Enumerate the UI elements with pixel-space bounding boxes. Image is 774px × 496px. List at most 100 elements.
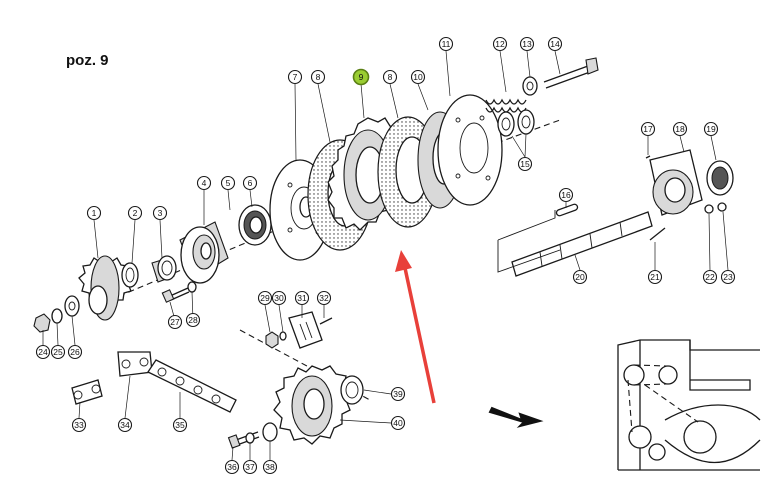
chain-links [71, 351, 237, 413]
callout-34: 34 [117, 417, 133, 433]
callout-12: 12 [492, 36, 508, 52]
svg-text:21: 21 [650, 272, 660, 282]
svg-text:9: 9 [359, 72, 364, 82]
svg-text:8: 8 [388, 72, 393, 82]
callout-30: 30 [271, 290, 287, 306]
svg-text:26: 26 [70, 347, 80, 357]
callout-37: 37 [242, 459, 258, 475]
nut-and-washers [33, 295, 80, 333]
svg-text:3: 3 [158, 208, 163, 218]
callout-40: 40 [390, 415, 406, 431]
callout-36: 36 [224, 459, 240, 475]
svg-text:33: 33 [74, 420, 84, 430]
callout-24: 24 [35, 344, 51, 360]
callout-15: 15 [517, 156, 533, 172]
drive-shaft [497, 203, 653, 277]
callout-33: 33 [71, 417, 87, 433]
direction-arrow [488, 406, 544, 428]
hub-housing [179, 221, 229, 284]
svg-text:17: 17 [643, 124, 653, 134]
callout-9-highlighted: 9 [352, 68, 370, 86]
svg-text:31: 31 [297, 293, 307, 303]
svg-text:36: 36 [227, 462, 237, 472]
svg-text:13: 13 [522, 39, 532, 49]
svg-text:4: 4 [202, 178, 207, 188]
bearing-housing [645, 149, 734, 241]
chain-tensioner-parts [265, 311, 333, 349]
svg-text:8: 8 [316, 72, 321, 82]
callout-11: 11 [438, 36, 454, 52]
svg-text:18: 18 [675, 124, 685, 134]
machine-side-view [617, 339, 761, 471]
leader-lines [42, 50, 729, 461]
svg-text:7: 7 [293, 72, 298, 82]
spring-and-bolt [485, 57, 599, 137]
svg-text:24: 24 [38, 347, 48, 357]
svg-text:23: 23 [723, 272, 733, 282]
svg-text:19: 19 [706, 124, 716, 134]
callout-5: 5 [220, 175, 236, 191]
callout-25: 25 [50, 344, 66, 360]
sprocket-small [78, 255, 134, 321]
callout-32: 32 [316, 290, 332, 306]
svg-text:12: 12 [495, 39, 505, 49]
svg-text:39: 39 [393, 389, 403, 399]
page-title: poz. 9 [66, 52, 109, 69]
callout-8-rear: 8 [382, 69, 398, 85]
svg-text:5: 5 [226, 178, 231, 188]
svg-text:32: 32 [319, 293, 329, 303]
callout-26: 26 [67, 344, 83, 360]
svg-text:35: 35 [175, 420, 185, 430]
callout-23: 23 [720, 269, 736, 285]
callout-4: 4 [196, 175, 212, 191]
spacer-rings [121, 255, 177, 288]
svg-text:34: 34 [120, 420, 130, 430]
callout-13: 13 [519, 36, 535, 52]
callout-27: 27 [167, 314, 183, 330]
callout-28: 28 [185, 312, 201, 328]
svg-text:1: 1 [92, 208, 97, 218]
callout-10: 10 [410, 69, 426, 85]
red-pointer-arrow [395, 250, 436, 404]
svg-text:10: 10 [413, 72, 423, 82]
svg-text:6: 6 [248, 178, 253, 188]
svg-text:38: 38 [265, 462, 275, 472]
callout-2: 2 [127, 205, 143, 221]
callout-18: 18 [672, 121, 688, 137]
callout-29: 29 [257, 290, 273, 306]
svg-text:15: 15 [520, 159, 530, 169]
svg-text:29: 29 [260, 293, 270, 303]
callout-22: 22 [702, 269, 718, 285]
svg-text:14: 14 [550, 39, 560, 49]
callout-38: 38 [262, 459, 278, 475]
callout-16: 16 [558, 187, 574, 203]
callout-17: 17 [640, 121, 656, 137]
svg-text:28: 28 [188, 315, 198, 325]
callout-31: 31 [294, 290, 310, 306]
svg-text:37: 37 [245, 462, 255, 472]
svg-text:11: 11 [442, 39, 451, 49]
bolt-and-washer [161, 281, 197, 303]
svg-text:27: 27 [170, 317, 180, 327]
callout-35: 35 [172, 417, 188, 433]
callout-20: 20 [572, 269, 588, 285]
svg-text:25: 25 [53, 347, 63, 357]
callout-7: 7 [287, 69, 303, 85]
callout-1: 1 [86, 205, 102, 221]
callout-21: 21 [647, 269, 663, 285]
svg-text:2: 2 [133, 208, 138, 218]
callout-8-front: 8 [310, 69, 326, 85]
callout-39: 39 [390, 386, 406, 402]
svg-text:30: 30 [274, 293, 284, 303]
lower-sprocket [273, 365, 364, 445]
svg-text:22: 22 [705, 272, 715, 282]
svg-text:16: 16 [561, 190, 571, 200]
callout-3: 3 [152, 205, 168, 221]
back-disc [437, 94, 503, 206]
bearing [238, 204, 272, 246]
callout-6: 6 [242, 175, 258, 191]
svg-text:20: 20 [575, 272, 585, 282]
callout-19: 19 [703, 121, 719, 137]
callout-14: 14 [547, 36, 563, 52]
